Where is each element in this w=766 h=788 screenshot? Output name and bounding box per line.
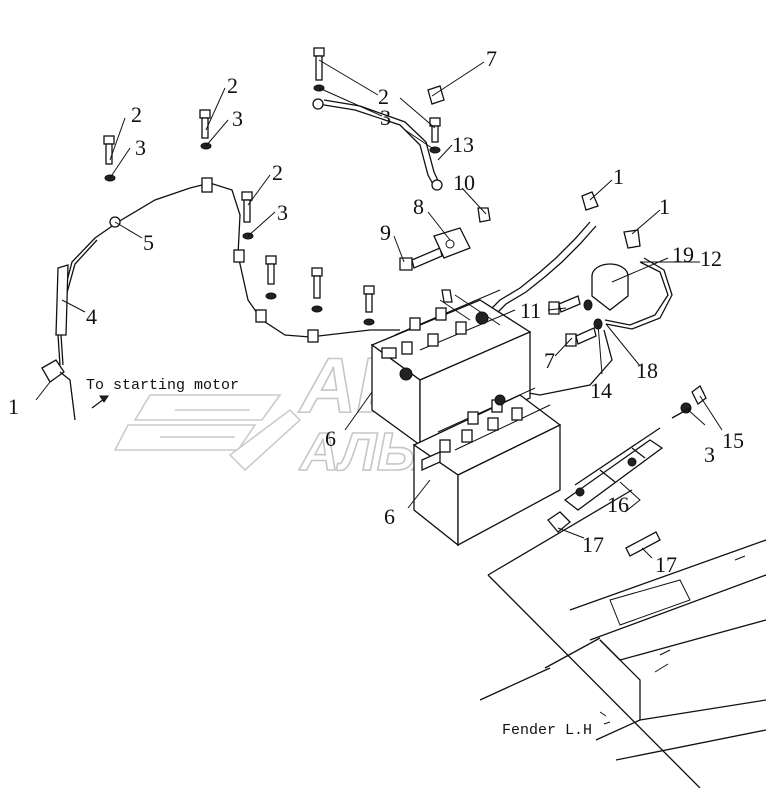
starting-motor-label: To starting motor [86, 377, 239, 394]
callout-19: 19 [672, 242, 694, 267]
bolt [103, 135, 116, 182]
callouts: 1 1 1 2 2 2 2 3 3 3 3 3 4 5 6 6 7 7 8 9 … [8, 46, 744, 577]
callout-5: 5 [143, 230, 154, 255]
clip [255, 309, 267, 323]
washer [583, 299, 593, 311]
cable-harness [35, 177, 400, 421]
ground-strap [312, 98, 443, 191]
bolt [241, 191, 254, 240]
callout-17: 17 [582, 532, 604, 557]
callout-14: 14 [590, 378, 612, 403]
callout-16: 16 [607, 492, 629, 517]
callout-3: 3 [232, 106, 243, 131]
fender-label: Fender L.H [502, 722, 592, 739]
callout-1: 1 [8, 394, 19, 419]
callout-4: 4 [86, 304, 97, 329]
callout-13: 13 [452, 132, 474, 157]
callout-18: 18 [636, 358, 658, 383]
callout-6: 6 [384, 504, 395, 529]
callout-3: 3 [704, 442, 715, 467]
bolts [103, 47, 692, 414]
callout-7: 7 [486, 46, 497, 71]
nut [477, 207, 491, 223]
battery-upper [370, 289, 532, 447]
bolt [313, 47, 325, 92]
callout-2: 2 [131, 102, 142, 127]
bolt [399, 247, 443, 271]
bolt [565, 327, 597, 347]
callout-9: 9 [380, 220, 391, 245]
callout-2: 2 [227, 73, 238, 98]
callout-7: 7 [544, 348, 555, 373]
callout-3: 3 [380, 105, 391, 130]
callout-10: 10 [453, 170, 475, 195]
callout-11: 11 [520, 298, 541, 323]
bracket [433, 207, 491, 259]
callout-3: 3 [135, 135, 146, 160]
callout-2: 2 [378, 84, 389, 109]
callout-6: 6 [325, 426, 336, 451]
battery-lower [412, 387, 562, 547]
callout-15: 15 [722, 428, 744, 453]
clip [307, 329, 319, 343]
callout-17: 17 [655, 552, 677, 577]
callout-2: 2 [272, 160, 283, 185]
callout-1: 1 [659, 194, 670, 219]
callout-3: 3 [277, 200, 288, 225]
bolt [548, 295, 581, 315]
terminal-caps [427, 85, 641, 249]
leader-lines [61, 59, 723, 559]
watermark-emblem [113, 394, 302, 472]
callout-12: 12 [700, 246, 722, 271]
terminal [41, 359, 65, 383]
callout-1: 1 [613, 164, 624, 189]
clip [233, 249, 245, 263]
bolt [265, 255, 277, 300]
battery-holder [547, 385, 707, 557]
battery-relay [591, 257, 673, 330]
bolt [311, 267, 323, 313]
bolt [199, 109, 212, 150]
clip [201, 177, 213, 193]
fender-outline [479, 489, 766, 788]
callout-8: 8 [413, 194, 424, 219]
bolt [363, 285, 375, 326]
